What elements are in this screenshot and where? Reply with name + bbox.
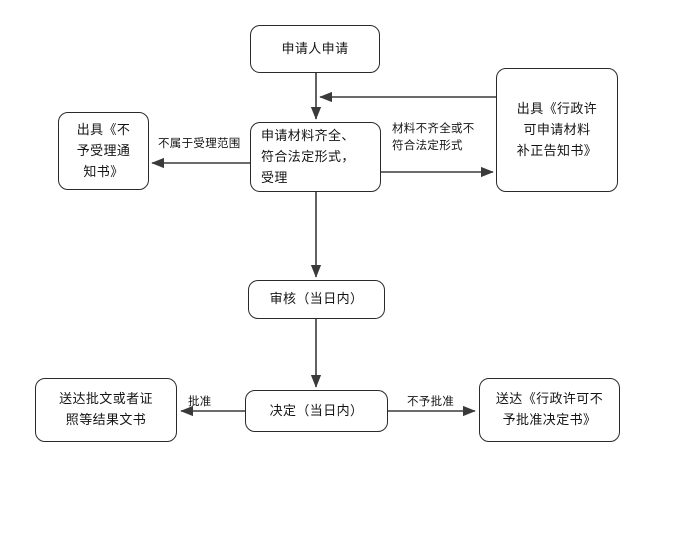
node-applicant-apply-label: 申请人申请 [281,41,349,57]
node-deliver-disapproval-decision-label: 送达《行政许可不 予批准决定书》 [495,392,604,428]
node-applicant-apply[interactable]: 申请人申请 [250,25,380,73]
node-issue-supplement-notice-label: 出具《行政许 可申请材料 补正告知书》 [516,101,598,159]
node-issue-non-acceptance-notice-label: 出具《不 予受理通 知书》 [76,122,131,180]
edge-label-not-approve: 不予批准 [407,394,455,408]
node-review-same-day-label: 审核（当日内） [269,292,364,307]
node-deliver-approval-documents-label: 送达批文或者证 照等结果文书 [59,392,153,428]
node-materials-complete-accept[interactable]: 申请材料齐全、 符合法定形式， 受理 [250,122,381,192]
node-deliver-approval-documents[interactable]: 送达批文或者证 照等结果文书 [35,378,177,442]
node-deliver-disapproval-decision[interactable]: 送达《行政许可不 予批准决定书》 [479,378,620,442]
edge-label-incomplete-materials: 材料不齐全或不 符合法定形式 [392,121,475,152]
edge-label-approve: 批准 [188,394,212,408]
node-materials-complete-accept-label: 申请材料齐全、 符合法定形式， 受理 [261,128,355,186]
node-decision-same-day[interactable]: 决定（当日内） [245,390,388,432]
node-issue-non-acceptance-notice[interactable]: 出具《不 予受理通 知书》 [58,112,149,190]
node-decision-same-day-label: 决定（当日内） [269,403,364,419]
edge-label-not-in-scope: 不属于受理范围 [158,136,241,150]
node-issue-supplement-notice[interactable]: 出具《行政许 可申请材料 补正告知书》 [496,68,618,192]
node-review-same-day[interactable]: 审核（当日内） [248,280,385,319]
